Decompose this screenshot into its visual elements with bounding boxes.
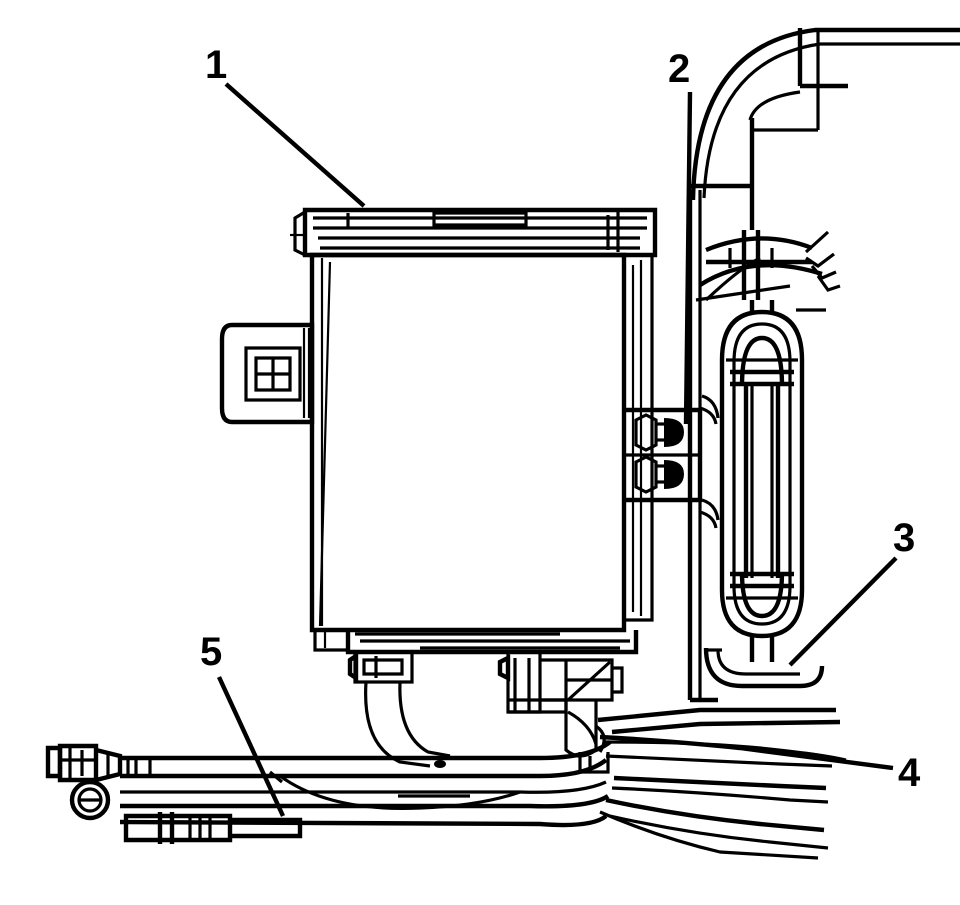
tube-side-nub-2 — [699, 406, 718, 425]
valve-block-diagonal — [566, 660, 612, 702]
bracket-fastener-upper-washer — [634, 413, 658, 452]
lower-tube-elbow — [703, 647, 825, 689]
electrical-connector — [219, 322, 315, 425]
hose-line-r3 — [605, 754, 833, 768]
callout-2: 2 — [668, 47, 693, 425]
left-port-inner — [362, 658, 404, 676]
top-cover-outline — [302, 207, 658, 258]
connector-pin-box — [254, 356, 292, 392]
barb-hose-stub — [230, 817, 303, 839]
bottom-left-corner — [313, 630, 348, 652]
callout-2-label: 2 — [668, 47, 690, 91]
callout-4-label: 4 — [898, 751, 921, 795]
callout-group: 1 2 3 4 5 — [200, 43, 921, 817]
hose-upper-1 — [120, 740, 612, 761]
fuel-tank-tube-loop — [699, 300, 825, 689]
callout-3-leader — [788, 556, 898, 667]
hose-cross-start — [268, 770, 284, 784]
bracket-fastener-lower — [664, 460, 684, 489]
callout-2-leader — [683, 91, 693, 425]
hose-mid-1 — [120, 780, 607, 794]
left-port-nut — [347, 651, 359, 683]
valve-outlet-neck — [578, 752, 610, 774]
valve-right-tab — [612, 666, 624, 694]
canister-left-shade — [318, 261, 332, 627]
callout-1: 1 — [205, 43, 366, 208]
top-center-boss — [432, 211, 528, 227]
branch-tube-2 — [805, 252, 835, 268]
barbed-fitting-body — [123, 813, 233, 843]
bracket-fastener-upper — [664, 418, 684, 447]
hose-line-r1-top — [597, 707, 836, 723]
valve-spout-shade — [567, 710, 598, 745]
upper-inner-fillet — [748, 90, 801, 121]
tube-saddle-cluster — [695, 230, 841, 312]
hose-cross-curve — [279, 774, 521, 810]
tube-side-nub-1 — [701, 394, 720, 419]
callout-4: 4 — [599, 734, 921, 795]
hose-line-r6 — [605, 797, 825, 833]
left-port-hose-outer — [364, 681, 431, 768]
callout-1-label: 1 — [205, 43, 227, 87]
canister-bottom-plate — [313, 630, 639, 655]
left-port-hose-inner — [398, 681, 451, 758]
callout-1-leader — [224, 82, 366, 208]
branch-tube-3 — [810, 264, 837, 280]
callout-3-label: 3 — [893, 516, 915, 560]
hose-line-r1-bottom — [611, 719, 841, 735]
branch-tube-4 — [816, 275, 841, 292]
tube-upper-dome — [739, 335, 785, 387]
vapor-hose-lines — [597, 707, 847, 860]
connector-face — [244, 346, 302, 402]
hose-line-r4 — [613, 775, 827, 791]
tube-lower-dome — [739, 571, 785, 619]
callout-5: 5 — [200, 630, 285, 817]
bracket-fastener-lower-washer — [634, 455, 658, 494]
hose-line-r7 — [609, 814, 829, 850]
hose-lower-1 — [119, 814, 608, 828]
lower-tube-elbow-inner — [716, 649, 800, 676]
purge-hose-assembly — [45, 740, 612, 844]
callout-3: 3 — [788, 516, 915, 667]
upper-curve-inner — [702, 42, 960, 199]
tube-side-nub-3 — [701, 498, 720, 521]
hose-clip-dot — [434, 760, 446, 768]
hose-upper-2 — [120, 758, 608, 779]
branch-tube-1 — [804, 230, 830, 254]
hose-line-r5 — [611, 786, 829, 804]
bottom-plate-outline — [345, 630, 639, 655]
callout-5-label: 5 — [200, 630, 222, 674]
connector-shell — [219, 322, 315, 425]
upper-body-structure — [690, 27, 960, 230]
mounting-bracket — [624, 190, 718, 703]
callout-4-leader — [599, 734, 894, 771]
hose-line-r8 — [599, 810, 819, 860]
tube-side-nub-4 — [699, 510, 718, 529]
callout-5-leader — [217, 676, 285, 817]
bottom-left-port-fitting — [347, 650, 451, 768]
tube-loop-outer — [719, 309, 805, 639]
valve-left-nut — [497, 654, 511, 682]
canister-top-cover — [290, 207, 658, 258]
hose-mid-2 — [120, 794, 610, 809]
